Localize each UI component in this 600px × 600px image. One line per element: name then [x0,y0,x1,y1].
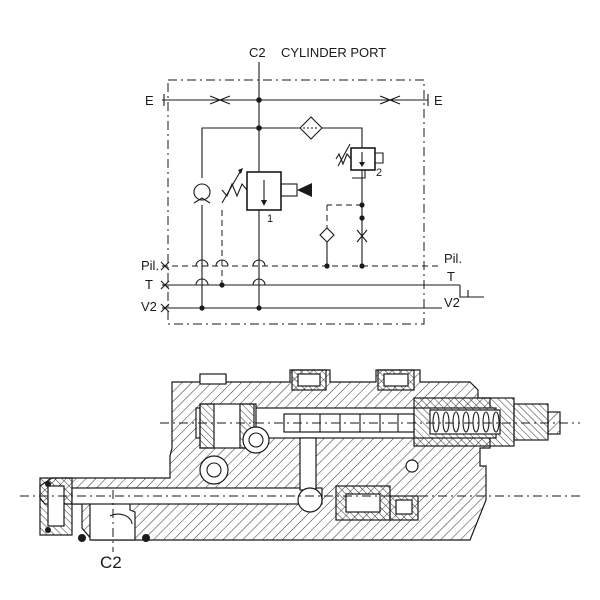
valve-2-body [350,147,376,171]
check-valve-ball [193,183,211,201]
cylinder-port-title: CYLINDER PORT [281,45,386,60]
check-valve-branch [201,127,259,178]
hydraulic-schematic: C2 CYLINDER PORT E E 1 [141,45,484,325]
e-line-restrictor-right [379,95,401,105]
valve-1-spring [221,182,248,198]
item-2-label: 2 [376,167,382,179]
port-e-left-label: E [145,93,154,108]
top-cap [199,373,227,385]
t-right-label: T [447,269,455,284]
lower-check-ball [199,455,229,485]
check-ball [242,426,270,454]
e-line-restrictor-left [209,95,231,105]
o-rings [45,481,150,542]
shuttle-check-symbol [319,227,335,243]
v2-left-label: V2 [141,299,157,314]
spring-coils [432,411,500,433]
valve-2-spring [335,152,352,166]
port-c2-label: C2 [249,45,266,60]
pilot-arrow-icon [297,183,312,197]
valve-cross-section: C2 [20,369,580,572]
v2-right-label: V2 [444,295,460,310]
item-1-label: 1 [267,213,273,225]
valve-block-outline [167,79,425,325]
pil-left-label: Pil. [141,258,159,273]
tank-symbol [459,285,484,298]
port-e-right-label: E [434,93,443,108]
orifice-symbol [356,229,368,243]
section-c2-label: C2 [100,553,122,572]
pil-right-label: Pil. [444,251,462,266]
t-left-label: T [145,277,153,292]
adjuster-cap [513,403,549,441]
